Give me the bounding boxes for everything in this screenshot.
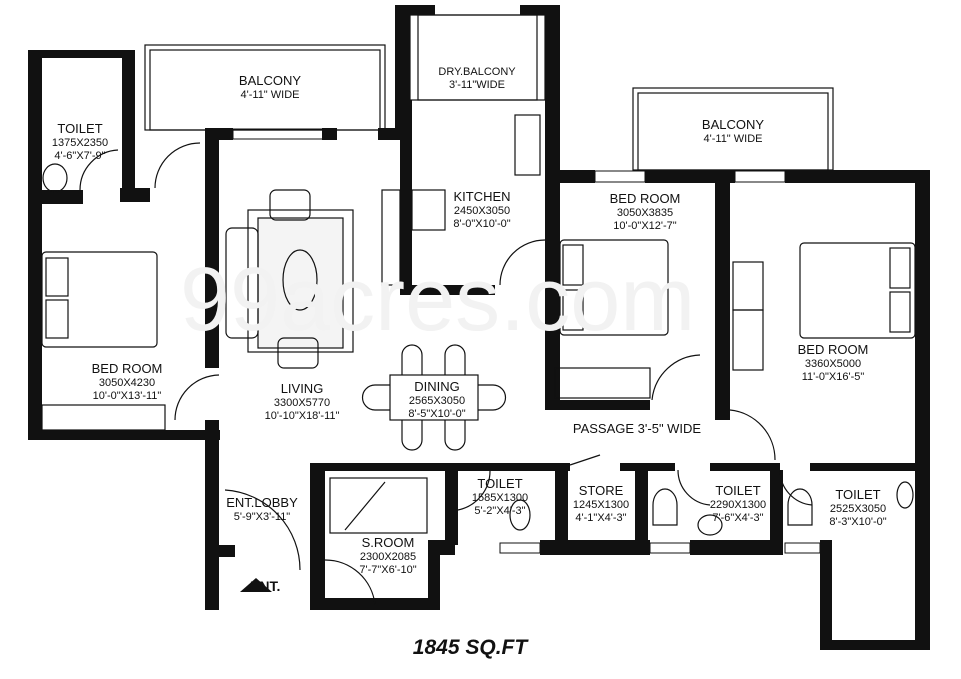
room-mm: 2290X1300 bbox=[709, 498, 767, 511]
room-name: LIVING bbox=[280, 381, 324, 396]
room-ft: 10'-0"X12'-7" bbox=[613, 219, 677, 232]
room-ft: 7'-7"X6'-10" bbox=[359, 563, 417, 576]
total-area-label: 1845 SQ.FT bbox=[412, 636, 528, 659]
room-ft: 4'-6"X7'-9" bbox=[54, 149, 106, 162]
room-name: BED ROOM bbox=[91, 361, 163, 376]
room-mm: 2565X3050 bbox=[408, 394, 466, 407]
room-name: KITCHEN bbox=[453, 189, 511, 204]
room-ft: 8'-0"X10'-0" bbox=[453, 217, 511, 230]
room-name: DINING bbox=[414, 379, 460, 394]
room-mm: 2450X3050 bbox=[453, 204, 511, 217]
room-name: S.ROOM bbox=[361, 535, 415, 550]
room-name: TOILET bbox=[57, 121, 103, 136]
room-ft: 11'-0"X16'-5" bbox=[801, 370, 865, 383]
room-ft: 10'-0"X13'-11" bbox=[92, 389, 162, 402]
room-dims: 4'-11" WIDE bbox=[703, 132, 763, 145]
room-mm: 1585X1300 bbox=[471, 491, 529, 504]
room-mm: 3300X5770 bbox=[273, 396, 331, 409]
room-ft: 7'-6"X4'-3" bbox=[712, 511, 764, 524]
room-name: DRY.BALCONY bbox=[438, 66, 516, 78]
room-name: TOILET bbox=[477, 476, 523, 491]
walls bbox=[28, 5, 930, 650]
entrance-arrow-icon bbox=[240, 578, 272, 592]
room-mm: 2300X2085 bbox=[359, 550, 417, 563]
room-name: BALCONY bbox=[701, 117, 765, 132]
room-name: BALCONY bbox=[238, 73, 302, 88]
room-name: BED ROOM bbox=[797, 342, 869, 357]
entrance-label: ENT. bbox=[250, 578, 281, 594]
room-name: PASSAGE 3'-5" WIDE bbox=[572, 421, 702, 436]
doors bbox=[79, 142, 813, 606]
room-name: TOILET bbox=[835, 487, 881, 502]
room-name: STORE bbox=[578, 483, 624, 498]
room-ft: 4'-1"X4'-3" bbox=[575, 511, 627, 524]
room-passage: PASSAGE 3'-5" WIDE bbox=[572, 421, 702, 437]
furniture bbox=[41, 114, 916, 536]
windows bbox=[29, 99, 821, 554]
room-name: BED ROOM bbox=[609, 191, 681, 206]
room-ft: 8'-3"X10'-0" bbox=[829, 515, 887, 528]
room-ft: 5'-9"X3'-11" bbox=[233, 510, 291, 523]
room-mm: 3360X5000 bbox=[804, 357, 862, 370]
room-ft: 10'-10"X18'-11" bbox=[264, 409, 340, 422]
room-ft: 8'-5"X10'-0" bbox=[408, 407, 466, 420]
room-mm: 1245X1300 bbox=[572, 498, 630, 511]
room-dims: 4'-11" WIDE bbox=[240, 88, 300, 101]
room-mm: 1375X2350 bbox=[51, 136, 109, 149]
room-name: ENT.LOBBY bbox=[226, 495, 298, 510]
room-mm: 2525X3050 bbox=[829, 502, 887, 515]
room-ft: 5'-2"X4'-3" bbox=[474, 504, 526, 517]
room-dims: 3'-11"WIDE bbox=[449, 78, 505, 91]
room-mm: 3050X4230 bbox=[98, 376, 156, 389]
room-name: TOILET bbox=[715, 483, 761, 498]
room-mm: 3050X3835 bbox=[616, 206, 674, 219]
